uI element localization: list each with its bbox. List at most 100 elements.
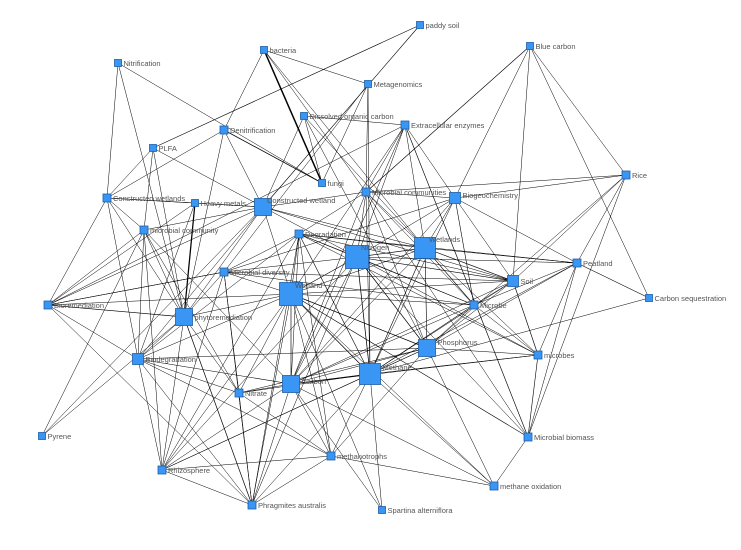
edge-microbial_communities-degradation [298, 191, 367, 235]
edge-soil-methane [369, 280, 514, 375]
edge-methane-metagenomics [367, 83, 371, 375]
edge-wetland-methane_oxidation [290, 293, 495, 487]
node-label: Degradation [305, 230, 346, 239]
node-marker [621, 170, 631, 180]
node-label: Peatland [583, 259, 613, 268]
node-marker [102, 193, 112, 203]
edge-nitrogen-peatland [356, 256, 578, 264]
edge-wetland-microbe [290, 293, 475, 306]
edge-nitrate-phragmites [238, 392, 253, 506]
node-nitrate[interactable]: Nitrate [234, 388, 267, 398]
node-methane[interactable]: Methane [359, 363, 412, 385]
edge-soil-microbes [512, 280, 539, 356]
node-blue-carbon[interactable]: Blue carbon [526, 42, 576, 51]
edge-phosphorus-soil [426, 280, 514, 349]
edge-degradation-methanotrophs [298, 233, 332, 457]
edge-methane-methanotrophs [330, 373, 371, 457]
node-label: Metagenomics [374, 80, 423, 89]
node-spartina[interactable]: Spartina alterniflora [378, 506, 454, 515]
edge-biogeochemistry-peatland [454, 197, 578, 264]
node-microbial-communities[interactable]: Microbial communities [361, 187, 446, 197]
node-denitrification[interactable]: Denitrification [219, 125, 275, 135]
node-nitrogen[interactable]: Nitrogen [345, 243, 390, 269]
node-microbial-community[interactable]: microbial community [139, 225, 219, 235]
node-rice[interactable]: Rice [621, 170, 647, 180]
node-phosphorus[interactable]: Phosphorus [418, 338, 478, 357]
edge-methane_oxidation-phosphorus [426, 347, 495, 487]
edge-degradation-rhizosphere [161, 233, 300, 471]
node-soil[interactable]: Soil [507, 275, 534, 287]
node-carbon-sequestration[interactable]: Carbon sequestration [645, 294, 727, 303]
edge-phosphorus-biodegradation [137, 347, 428, 360]
node-marker [416, 21, 424, 29]
node-marker [345, 245, 369, 269]
node-wetlands[interactable]: Wetlands [414, 235, 461, 259]
edge-spartina-wetland [290, 293, 383, 511]
edge-bioremediation-microbial_diversity [47, 271, 225, 306]
edge-paddy_soil-constructed_wetland [262, 24, 421, 208]
node-metagenomics[interactable]: Metagenomics [364, 80, 423, 89]
node-microbes[interactable]: microbes [533, 350, 575, 360]
node-biogeochemistry[interactable]: Biogeochemistry [449, 191, 519, 204]
edge-wetland-constructed_wetland [262, 206, 292, 295]
edge-nitrate-methanotrophs [238, 392, 332, 457]
edge-phragmites-methane [251, 373, 371, 506]
edge-extracellular-bioremediation [47, 124, 406, 306]
node-phytoremediation[interactable]: phytoremediation [175, 308, 253, 326]
node-label: Constructed wetland [267, 196, 335, 205]
edge-wetland-rhizosphere [161, 293, 292, 471]
edge-peatland-microbe [473, 262, 578, 306]
edge-biodegradation-phragmites [137, 358, 253, 506]
edge-peatland-microbial_biomass [527, 262, 578, 438]
node-phragmites[interactable]: Phragmites australis [247, 500, 326, 510]
edge-phytoremediation-denitrification [183, 129, 225, 318]
node-nitrification[interactable]: Nitrification [114, 59, 161, 68]
node-wetland[interactable]: Wetland [279, 281, 323, 306]
node-heavy-metals[interactable]: Heavy metals [191, 199, 247, 208]
edge-bacteria-fungi [263, 49, 323, 184]
node-doc[interactable]: Dissolved organic carbon [300, 112, 394, 121]
edge-denitrification-fungi [223, 129, 323, 184]
node-bacteria[interactable]: bacteria [260, 46, 298, 55]
node-label: Biogeochemistry [463, 191, 519, 200]
node-marker [254, 198, 272, 216]
edge-microbial_community-bioremediation [47, 229, 145, 306]
node-rhizosphere[interactable]: Rhizosphere [157, 465, 210, 475]
edge-peatland-carbon_sequestration [576, 262, 650, 299]
edge-peatland-microbes [537, 262, 578, 356]
node-bioremediation[interactable]: Bioremediation [43, 300, 104, 310]
node-label: Extracellular enzymes [411, 121, 485, 130]
node-constructed-wetlands[interactable]: Constructed wetlands [102, 193, 185, 203]
node-extracellular[interactable]: Extracellular enzymes [400, 120, 485, 130]
node-biodegradation[interactable]: Biodegradation [132, 353, 196, 365]
node-label: microbes [544, 351, 575, 360]
node-marker [149, 144, 157, 152]
edge-phytoremediation-phragmites [183, 316, 253, 506]
node-microbe[interactable]: Microbe [469, 300, 507, 310]
edge-microbes-methane [369, 354, 539, 375]
edge-doc-extracellular [303, 115, 406, 126]
node-microbial-diversity[interactable]: Microbial diversity [219, 267, 290, 277]
edge-carbon-microbe [290, 304, 475, 385]
node-constructed-wetland[interactable]: Constructed wetland [254, 196, 336, 216]
edge-constructed_wetlands-bioremediation [47, 197, 108, 306]
node-methane-oxidation[interactable]: methane oxidation [489, 481, 561, 491]
node-peatland[interactable]: Peatland [572, 258, 613, 268]
node-carbon[interactable]: Carbon [282, 375, 327, 393]
edge-microbial_diversity-rhizosphere [161, 271, 225, 471]
node-plfa[interactable]: PLFA [149, 144, 177, 153]
edge-rhizosphere-nitrogen [161, 256, 358, 471]
node-label: Microbial communities [372, 188, 446, 197]
edge-rice-biogeochemistry [454, 174, 627, 199]
node-methanotrophs[interactable]: methanotrophs [326, 451, 387, 461]
node-pyrene[interactable]: Pyrene [38, 432, 72, 441]
node-microbial-biomass[interactable]: Microbial biomass [523, 432, 594, 442]
edge-methane-carbon_sequestration [369, 297, 650, 375]
edge-extracellular-microbial_communities [365, 124, 406, 193]
node-fungi[interactable]: fungi [318, 179, 345, 188]
edge-carbon-methanotrophs [290, 383, 332, 457]
edge-methanotrophs-rhizosphere [161, 455, 332, 471]
edge-microbial_community-pyrene [41, 229, 145, 437]
node-paddy-soil[interactable]: paddy soil [416, 21, 460, 30]
node-degradation[interactable]: Degradation [294, 229, 346, 239]
